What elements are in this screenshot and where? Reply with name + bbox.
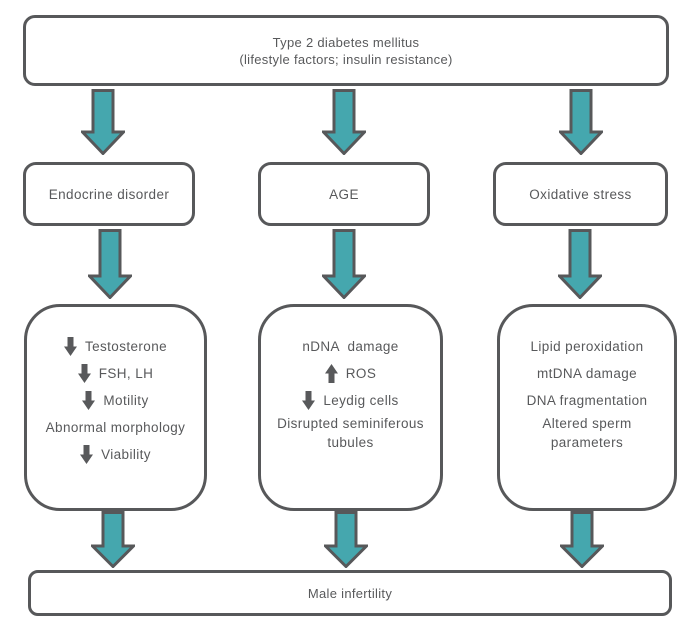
list-item: nDNA damage: [288, 333, 412, 360]
down-arrow-icon: [91, 511, 135, 568]
detail-box-age: nDNA damage ROS Leydig cells Disrupted s…: [258, 304, 443, 511]
list-item-text: Altered sperm parameters: [542, 416, 636, 450]
list-item-text: ROS: [345, 366, 377, 381]
down-arrow-icon: [322, 89, 366, 155]
list-item: FSH, LH: [64, 360, 168, 387]
category-box-endocrine-disorder: Endocrine disorder: [23, 162, 195, 226]
list-item-text: Testosterone: [84, 339, 168, 354]
top-box-line2: (lifestyle factors; insulin resistance): [239, 51, 453, 67]
category-box-age: AGE: [258, 162, 430, 226]
list-item-text: Disrupted seminiferous tubules: [277, 416, 429, 450]
list-item-text: DNA fragmentation: [526, 393, 648, 408]
detail-box-oxidative-stress: Lipid peroxidation mtDNA damage DNA frag…: [497, 304, 677, 511]
top-box-text: Type 2 diabetes mellitus (lifestyle fact…: [26, 34, 666, 68]
list-item-text: FSH, LH: [98, 366, 154, 381]
bottom-box-label: Male infertility: [307, 585, 393, 601]
list-item: Motility: [68, 387, 162, 414]
down-arrow-icon: [82, 391, 96, 410]
list-item: DNA fragmentation: [513, 387, 662, 414]
up-arrow-icon: [324, 364, 338, 383]
list-item-text: Leydig cells: [323, 393, 399, 408]
list-item-text: Motility: [103, 393, 149, 408]
list-item-text: mtDNA damage: [536, 366, 638, 381]
list-item-text: nDNA damage: [302, 339, 399, 354]
category-label: Oxidative stress: [529, 186, 632, 202]
down-arrow-icon: [559, 89, 603, 155]
list-item: Abnormal morphology: [32, 414, 200, 441]
list-item-text: Lipid peroxidation: [530, 339, 644, 354]
down-arrow-icon: [63, 337, 77, 356]
down-arrow-icon: [324, 511, 368, 568]
down-arrow-icon: [81, 89, 125, 155]
category-box-oxidative-stress: Oxidative stress: [493, 162, 668, 226]
list-item: Leydig cells: [288, 387, 412, 414]
down-arrow-icon: [560, 511, 604, 568]
list-item: Lipid peroxidation: [516, 333, 657, 360]
top-box-line1: Type 2 diabetes mellitus: [272, 34, 420, 50]
down-arrow-icon: [80, 445, 94, 464]
list-item: Viability: [66, 441, 165, 468]
list-item-text: Abnormal morphology: [45, 420, 186, 435]
list-item: mtDNA damage: [523, 360, 651, 387]
down-arrow-icon: [88, 229, 132, 299]
list-item: Testosterone: [50, 333, 181, 360]
category-label: Endocrine disorder: [48, 186, 170, 202]
down-arrow-icon: [558, 229, 602, 299]
top-box-type2-diabetes: Type 2 diabetes mellitus (lifestyle fact…: [23, 15, 669, 86]
list-item: Disrupted seminiferous tubules: [261, 414, 440, 452]
down-arrow-icon: [302, 391, 316, 410]
list-item-text: Viability: [101, 447, 151, 462]
down-arrow-icon: [77, 364, 91, 383]
list-item: ROS: [311, 360, 390, 387]
detail-box-endocrine-disorder: Testosterone FSH, LH Motility Abnormal m…: [24, 304, 207, 511]
down-arrow-icon: [322, 229, 366, 299]
category-label: AGE: [329, 186, 359, 202]
bottom-box-male-infertility: Male infertility: [28, 570, 672, 616]
list-item: Altered sperm parameters: [500, 414, 674, 452]
